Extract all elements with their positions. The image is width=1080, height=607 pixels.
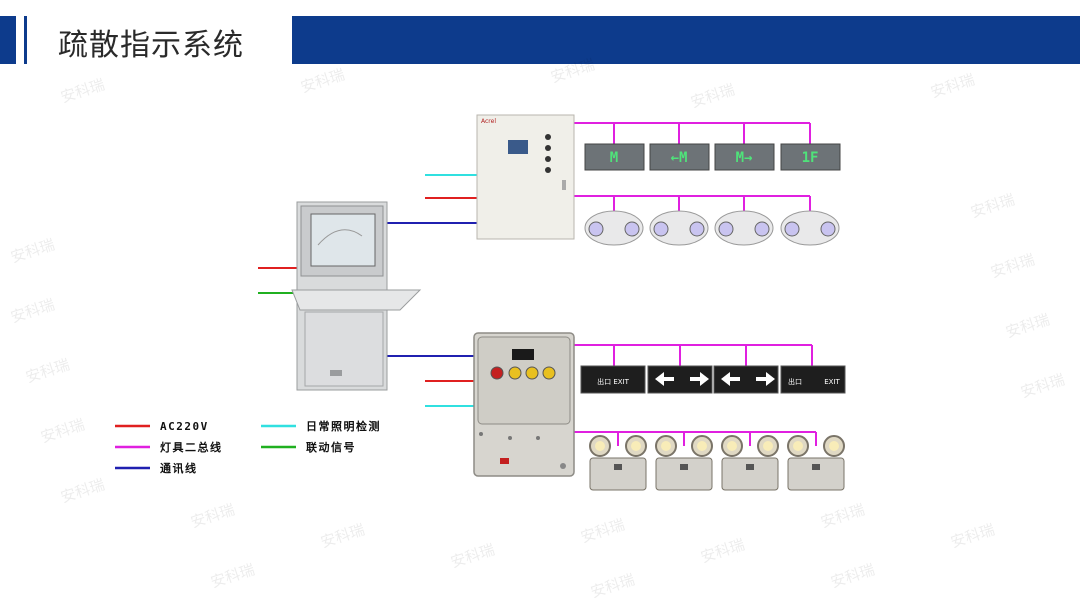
emergency-lamp [780, 210, 840, 246]
bus-floor-signs [574, 122, 811, 144]
explosion-proof-box [473, 332, 575, 477]
legend-label-lighting-check: 日常照明检测 [306, 419, 381, 433]
exit-signs: 出口 EXIT 出口 EXIT [580, 365, 846, 394]
exit-sign [713, 365, 779, 394]
svg-text:M: M [610, 150, 618, 166]
title-accent-line [24, 16, 27, 64]
control-box: Acrel [476, 114, 575, 240]
bus-lamps [574, 195, 811, 212]
bus-explosion-lights [574, 431, 817, 446]
svg-text:M→: M→ [736, 150, 753, 166]
legend-label-comm: 通讯线 [160, 461, 198, 475]
emergency-lamp [649, 210, 709, 246]
host-screen [310, 213, 376, 267]
legend-label-linkage: 联动信号 [306, 440, 356, 454]
emergency-lamp [584, 210, 644, 246]
title-bar: 疏散指示系统 [0, 16, 1080, 64]
emergency-lamps [584, 210, 840, 246]
floor-sign: ←M [649, 143, 710, 171]
floor-sign: 1F [780, 143, 841, 171]
explosion-proof-lights [589, 435, 845, 491]
exit-sign-label: 出口 EXIT [597, 377, 630, 386]
explosion-proof-light [655, 435, 713, 491]
explosion-proof-light [589, 435, 647, 491]
brand-label: Acrel [481, 118, 496, 125]
exit-sign-label-left: 出口 [788, 377, 802, 386]
explosion-proof-light [721, 435, 779, 491]
wires [258, 122, 817, 446]
title-accent-block [0, 16, 16, 64]
svg-text:←M: ←M [671, 150, 688, 166]
explosion-proof-light [787, 435, 845, 491]
floor-sign: M [584, 143, 645, 171]
exit-sign [647, 365, 713, 394]
bus-exit-signs [574, 344, 813, 366]
floor-sign: M→ [714, 143, 775, 171]
legend: AC220V 灯具二总线 通讯线 日常照明检测 联动信号 [115, 419, 381, 475]
emergency-lamp [714, 210, 774, 246]
svg-text:1F: 1F [802, 150, 819, 166]
title-banner [292, 16, 1080, 64]
legend-label-ac220v: AC220V [160, 420, 209, 433]
exit-sign: 出口 EXIT [780, 365, 846, 394]
page-title: 疏散指示系统 [58, 28, 244, 63]
exit-sign: 出口 EXIT [580, 365, 646, 394]
host-keyboard-shelf [291, 289, 422, 311]
legend-label-bus: 灯具二总线 [160, 440, 223, 454]
host-workstation [291, 201, 422, 391]
exit-sign-label-right: EXIT [824, 378, 840, 386]
floor-signs: M ←M M→ 1F [584, 143, 841, 171]
